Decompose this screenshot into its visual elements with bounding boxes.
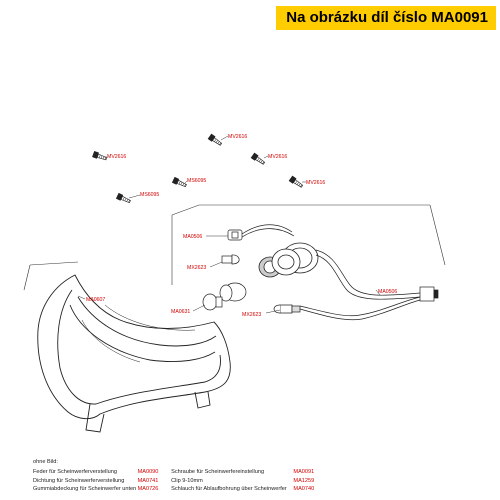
callout-ma0607: MA0607 (86, 297, 105, 303)
legend-desc: Schlauch für Ablaufbohrung über Scheinwe… (171, 486, 287, 493)
legend-title: ohne Bild: (33, 459, 58, 465)
legend-desc: Gummiabdeckung für Scheinwerfer unten (33, 486, 137, 493)
wire-harness-ma0506 (299, 249, 439, 321)
parts-legend: ohne Bild: Feder für Scheinwerferverstel… (33, 459, 323, 494)
callout-ms6095: MS6095 (140, 192, 159, 198)
legend-row: Dichtung für Scheinwerferverstellung MA0… (33, 477, 323, 486)
callout-mv2616: MV2616 (306, 180, 325, 186)
callout-ma0631: MA0631 (171, 309, 190, 315)
legend-code: MA0740 (293, 486, 315, 493)
callout-mx2623: MX2623 (242, 312, 261, 318)
bulb-mx2623-upper (221, 254, 240, 265)
callout-mx2623: MX2623 (187, 265, 206, 271)
screw-mv2616-mid (250, 152, 267, 167)
headlight-housing (37, 274, 231, 433)
legend-code: MA1259 (293, 477, 315, 484)
legend-row: Feder für Scheinwerferverstellung MA0090… (33, 468, 323, 477)
callout-ms6095: MS6095 (187, 178, 206, 184)
legend-desc: Dichtung für Scheinwerferverstellung (33, 477, 125, 484)
callout-mv2616: MV2616 (107, 154, 126, 160)
part-number-banner: Na obrázku díl číslo MA0091 (276, 6, 496, 30)
callout-ma0506: MA0506 (183, 234, 202, 240)
screw-mv2616-right (288, 175, 305, 190)
bulb-holder-rings (258, 242, 319, 278)
legend-desc: Clip 9-10mm (171, 477, 203, 484)
socket-ma0506 (227, 224, 295, 241)
socket-ma0631 (219, 282, 247, 302)
screw-mv2616-top (207, 133, 224, 148)
legend-code: MA0726 (137, 486, 159, 493)
headlight-bulb (202, 293, 223, 311)
legend-desc: Schraube für Scheinwerfereinstellung (171, 469, 265, 476)
callout-mv2616: MV2616 (228, 134, 247, 140)
assembly-frame (23, 204, 446, 291)
legend-code: MA0741 (137, 477, 159, 484)
screw-mv2616-left (91, 150, 108, 163)
bulb-mx2623-lower (273, 304, 301, 314)
legend-row: Gummiabdeckung für Scheinwerfer unten MA… (33, 485, 323, 494)
legend-desc: Feder für Scheinwerferverstellung (33, 469, 117, 476)
legend-code: MA0091 (293, 469, 315, 476)
callout-ma0506: MA0506 (378, 289, 397, 295)
screw-ms6095-lower (115, 192, 132, 205)
legend-code: MA0090 (137, 469, 159, 476)
callout-mv2616: MV2616 (268, 154, 287, 160)
